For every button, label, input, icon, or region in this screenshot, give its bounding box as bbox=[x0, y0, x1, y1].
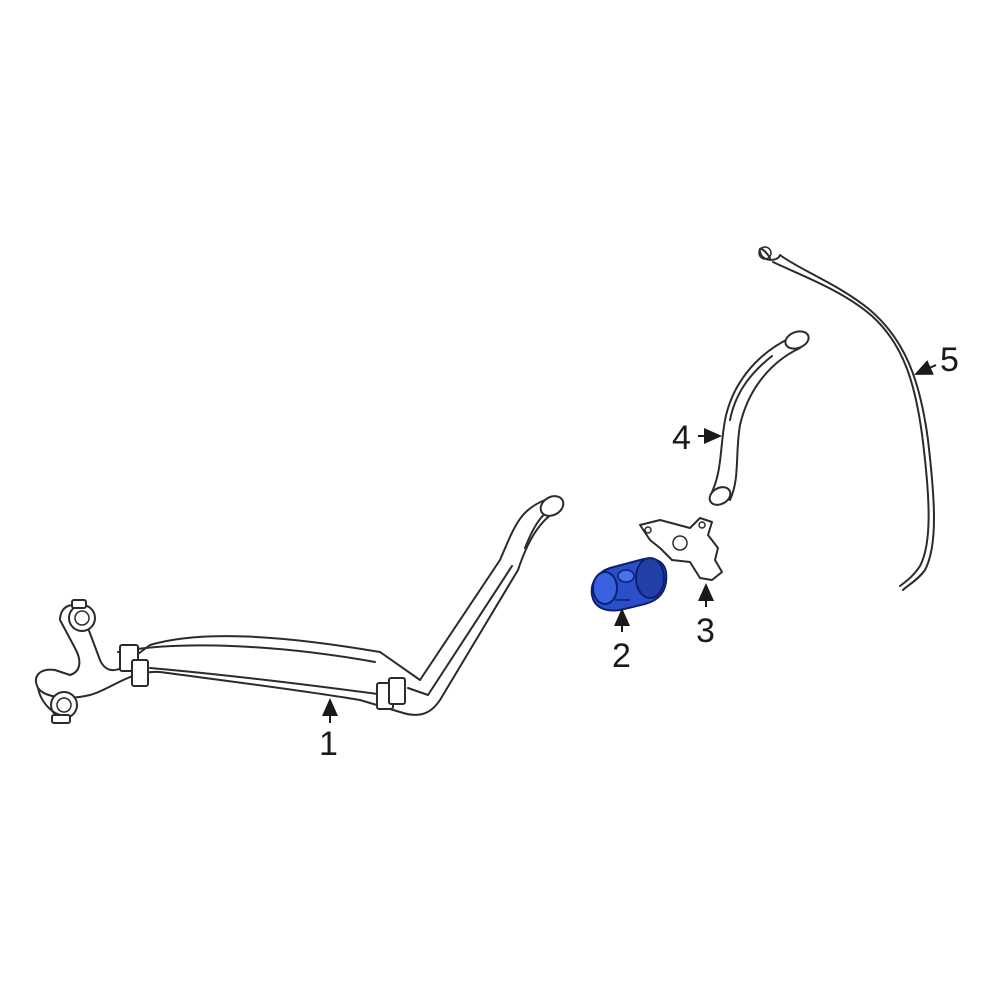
callout-5-arrow bbox=[914, 360, 937, 375]
callout-2-number: 2 bbox=[612, 637, 631, 675]
callout-4-number: 4 bbox=[672, 419, 691, 457]
part-3-bracket[interactable] bbox=[639, 517, 723, 581]
callout-1-number: 1 bbox=[319, 725, 338, 763]
part-5-wire-harness[interactable] bbox=[758, 246, 935, 591]
callout-3-number: 3 bbox=[696, 612, 715, 650]
callout-5-number: 5 bbox=[940, 341, 959, 379]
part-1-hose-assembly[interactable] bbox=[35, 492, 567, 724]
part-2-thermostat-housing[interactable] bbox=[590, 557, 668, 612]
part-4-upper-hose[interactable] bbox=[706, 328, 811, 508]
